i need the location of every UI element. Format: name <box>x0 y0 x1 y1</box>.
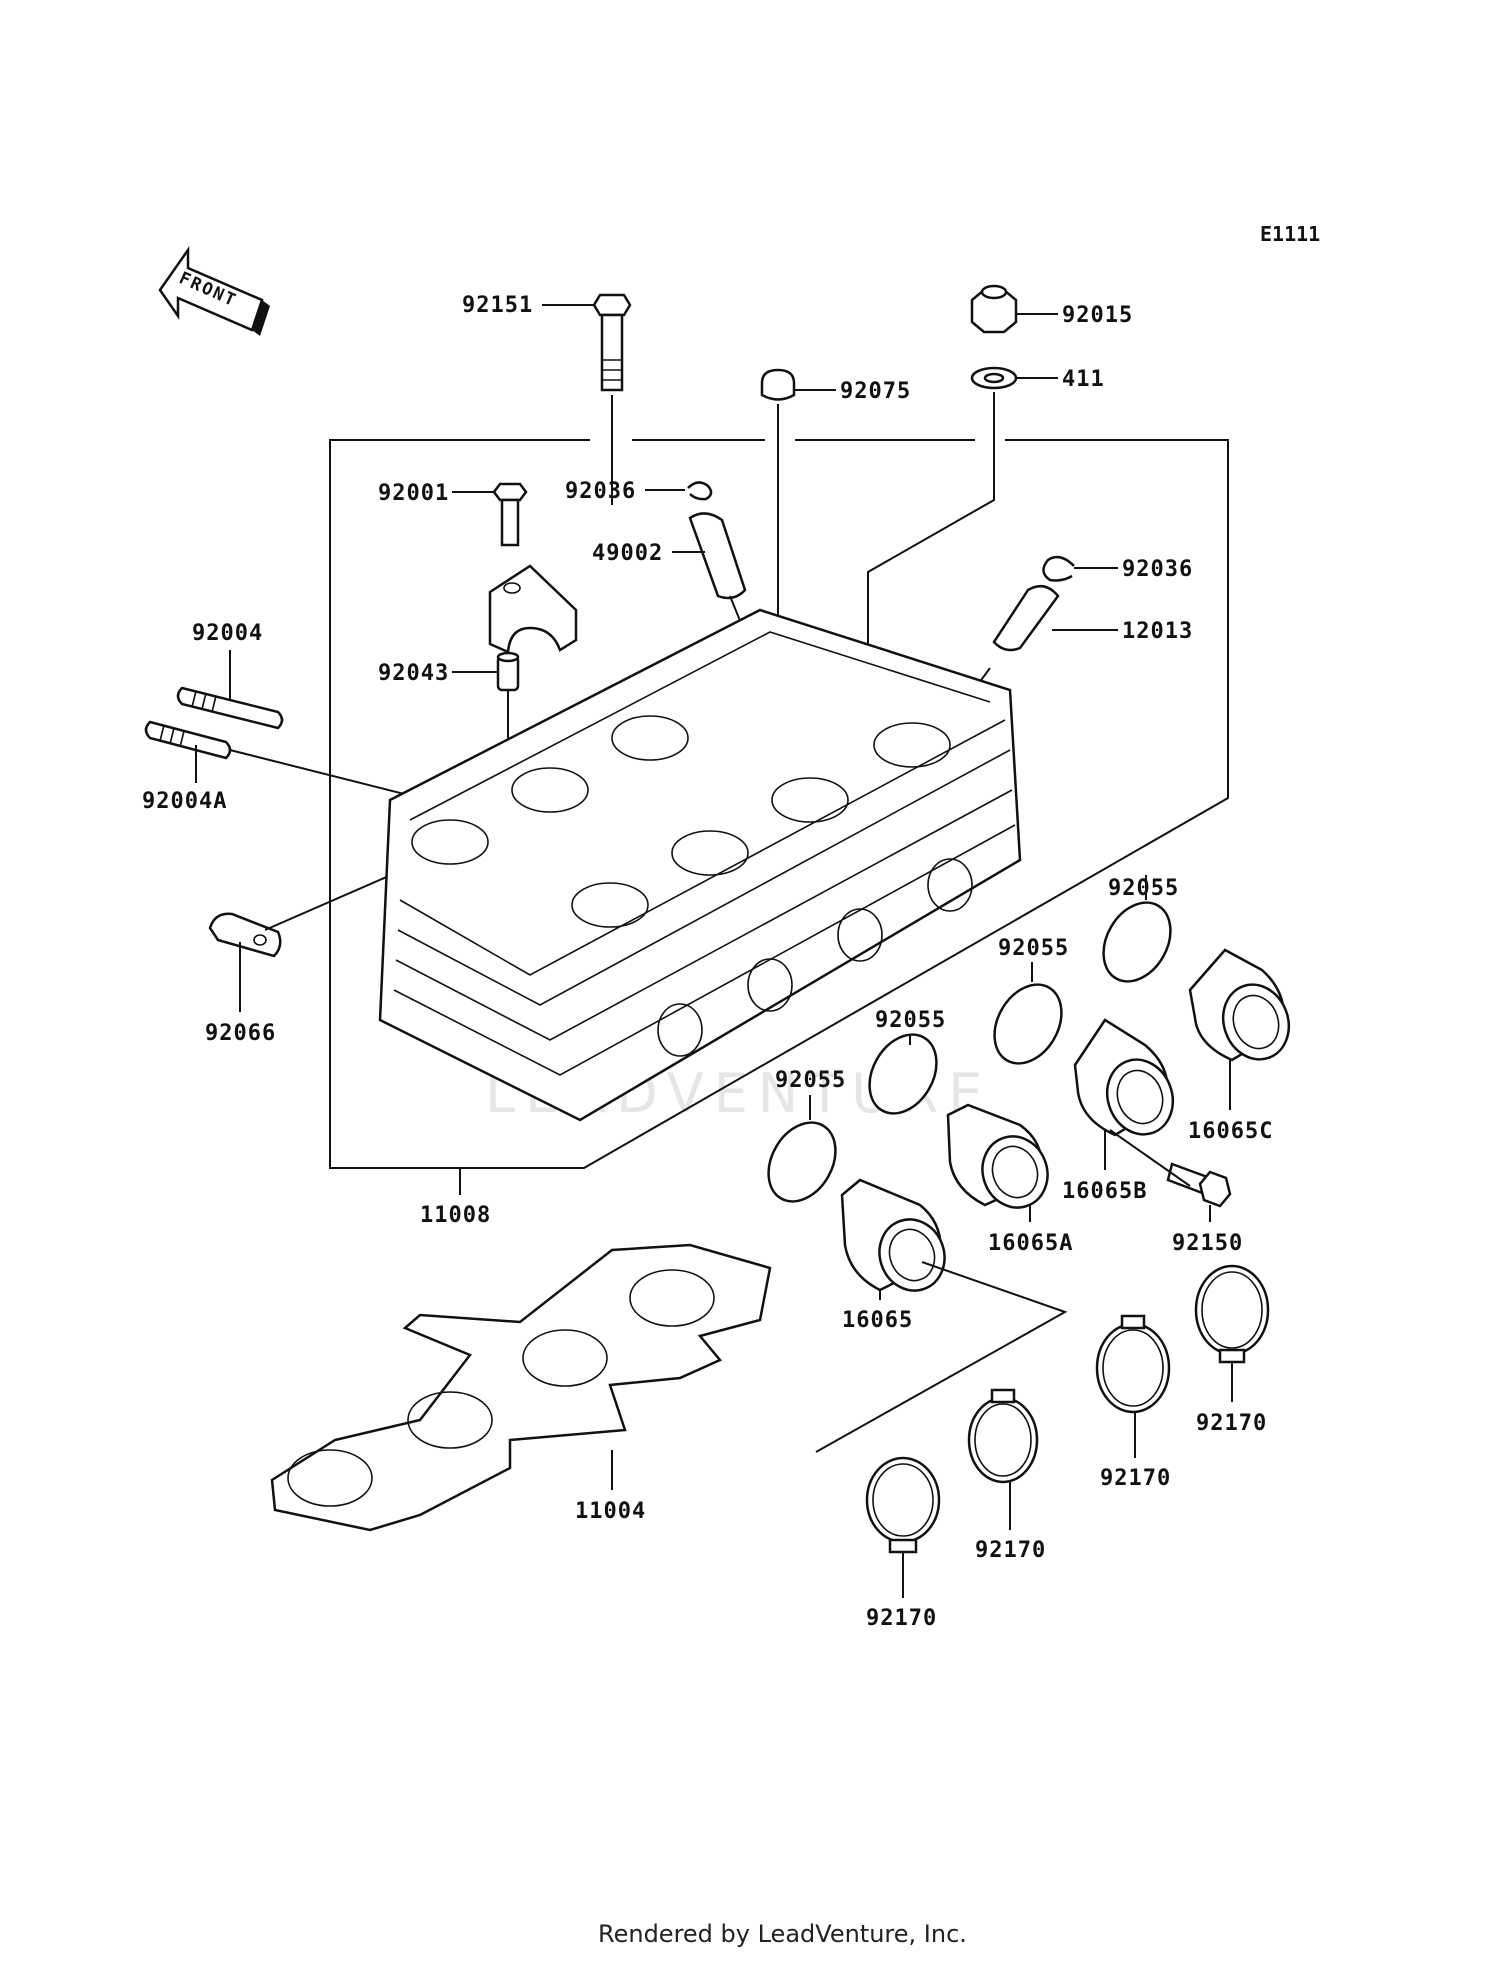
part-label-92036-right: 92036 <box>1122 557 1193 582</box>
part-label-11004: 11004 <box>575 1499 646 1524</box>
clamp-92170-b-icon <box>967 1388 1039 1484</box>
part-label-92150: 92150 <box>1172 1231 1243 1256</box>
part-label-411: 411 <box>1062 367 1105 392</box>
part-label-92066: 92066 <box>205 1021 276 1046</box>
o-ring-92055-c-icon <box>993 983 1063 1065</box>
part-label-16065: 16065 <box>842 1308 913 1333</box>
part-label-92004: 92004 <box>192 621 263 646</box>
stud-92004-icon <box>176 686 284 730</box>
footer-credit: Rendered by LeadVenture, Inc. <box>598 1920 967 1948</box>
part-label-92043: 92043 <box>378 661 449 686</box>
part-label-92055-a: 92055 <box>775 1068 846 1093</box>
bolt-92001-icon <box>492 482 528 547</box>
part-label-92015: 92015 <box>1062 303 1133 328</box>
part-label-92170-d: 92170 <box>1196 1411 1267 1436</box>
camshaft-cap-icon <box>488 564 578 654</box>
part-label-92075: 92075 <box>840 379 911 404</box>
nut-92015-icon <box>970 284 1018 334</box>
cap-92075-icon <box>760 368 796 401</box>
stud-92004A-icon <box>144 720 232 760</box>
front-arrow-icon: FRONT <box>158 246 270 336</box>
holder-16065B-icon <box>1073 1018 1175 1137</box>
part-label-16065C: 16065C <box>1188 1119 1273 1144</box>
bolt-92150-icon <box>1166 1162 1232 1208</box>
holder-16065A-icon <box>946 1103 1049 1209</box>
leader-411-down <box>867 392 995 690</box>
clamp-92170-c-icon <box>1095 1314 1171 1414</box>
plug-92066-icon <box>208 912 282 958</box>
part-label-16065B: 16065B <box>1062 1179 1147 1204</box>
clip-92036-right-icon <box>1042 555 1075 582</box>
part-label-11008: 11008 <box>420 1203 491 1228</box>
leader-92150-holder <box>1109 1129 1191 1187</box>
part-label-92170-c: 92170 <box>1100 1466 1171 1491</box>
part-label-92055-d: 92055 <box>1108 876 1179 901</box>
valve-guide-12013-icon <box>992 584 1060 652</box>
part-label-92055-b: 92055 <box>875 1008 946 1033</box>
clamp-92170-a-icon <box>865 1456 941 1554</box>
part-label-92170-a: 92170 <box>866 1606 937 1631</box>
part-label-92170-b: 92170 <box>975 1538 1046 1563</box>
holder-16065-icon <box>840 1178 946 1292</box>
part-label-16065A: 16065A <box>988 1231 1073 1256</box>
holder-16065C-icon <box>1188 948 1291 1062</box>
part-label-12013: 12013 <box>1122 619 1193 644</box>
part-label-92151: 92151 <box>462 293 533 318</box>
part-label-92036-upper: 92036 <box>565 479 636 504</box>
clip-92036-upper-icon <box>687 481 713 501</box>
valve-guide-49002-icon <box>688 512 747 600</box>
diagram-code: E1111 <box>1260 222 1320 246</box>
head-gasket-11004-icon <box>270 1243 772 1532</box>
cylinder-head-11008-icon <box>378 608 1022 1122</box>
o-ring-92055-b-icon <box>868 1033 938 1115</box>
part-label-92055-c: 92055 <box>998 936 1069 961</box>
o-ring-92055-a-icon <box>767 1121 837 1203</box>
part-label-92001: 92001 <box>378 481 449 506</box>
washer-411-icon <box>970 366 1018 390</box>
leader-92004A-stud <box>229 749 421 799</box>
dowel-92043-icon <box>496 651 520 692</box>
leader-16065-clamps <box>815 1261 1068 1453</box>
o-ring-92055-d-icon <box>1102 901 1172 983</box>
bolt-92151-icon <box>592 293 632 392</box>
clamp-92170-d-icon <box>1194 1264 1270 1364</box>
part-label-92004A: 92004A <box>142 789 227 814</box>
part-label-49002: 49002 <box>592 541 663 566</box>
assembly-bracket <box>329 439 1229 1169</box>
